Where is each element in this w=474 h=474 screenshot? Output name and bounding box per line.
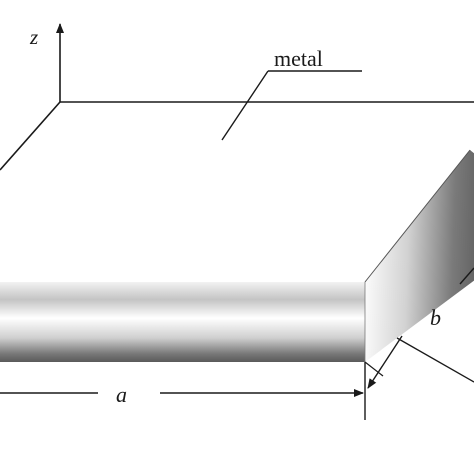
dimension-b-line-upper — [459, 267, 474, 285]
plate-side-face — [365, 150, 474, 362]
dimension-b-extension — [364, 361, 384, 377]
plate-side-top-edge — [364, 149, 471, 283]
plate-top-left-edge — [0, 101, 61, 171]
dimension-b-label: b — [430, 305, 441, 330]
z-axis-label: z — [29, 25, 38, 49]
plate-top-face — [0, 102, 474, 282]
metal-label: metal — [274, 46, 323, 71]
dimension-b-leader — [396, 337, 474, 383]
plate-front-face — [0, 282, 365, 362]
dimension-a-label: a — [116, 382, 127, 407]
metal-leader-diagonal — [221, 70, 269, 141]
dimension-b-arrow-lower — [367, 335, 403, 389]
